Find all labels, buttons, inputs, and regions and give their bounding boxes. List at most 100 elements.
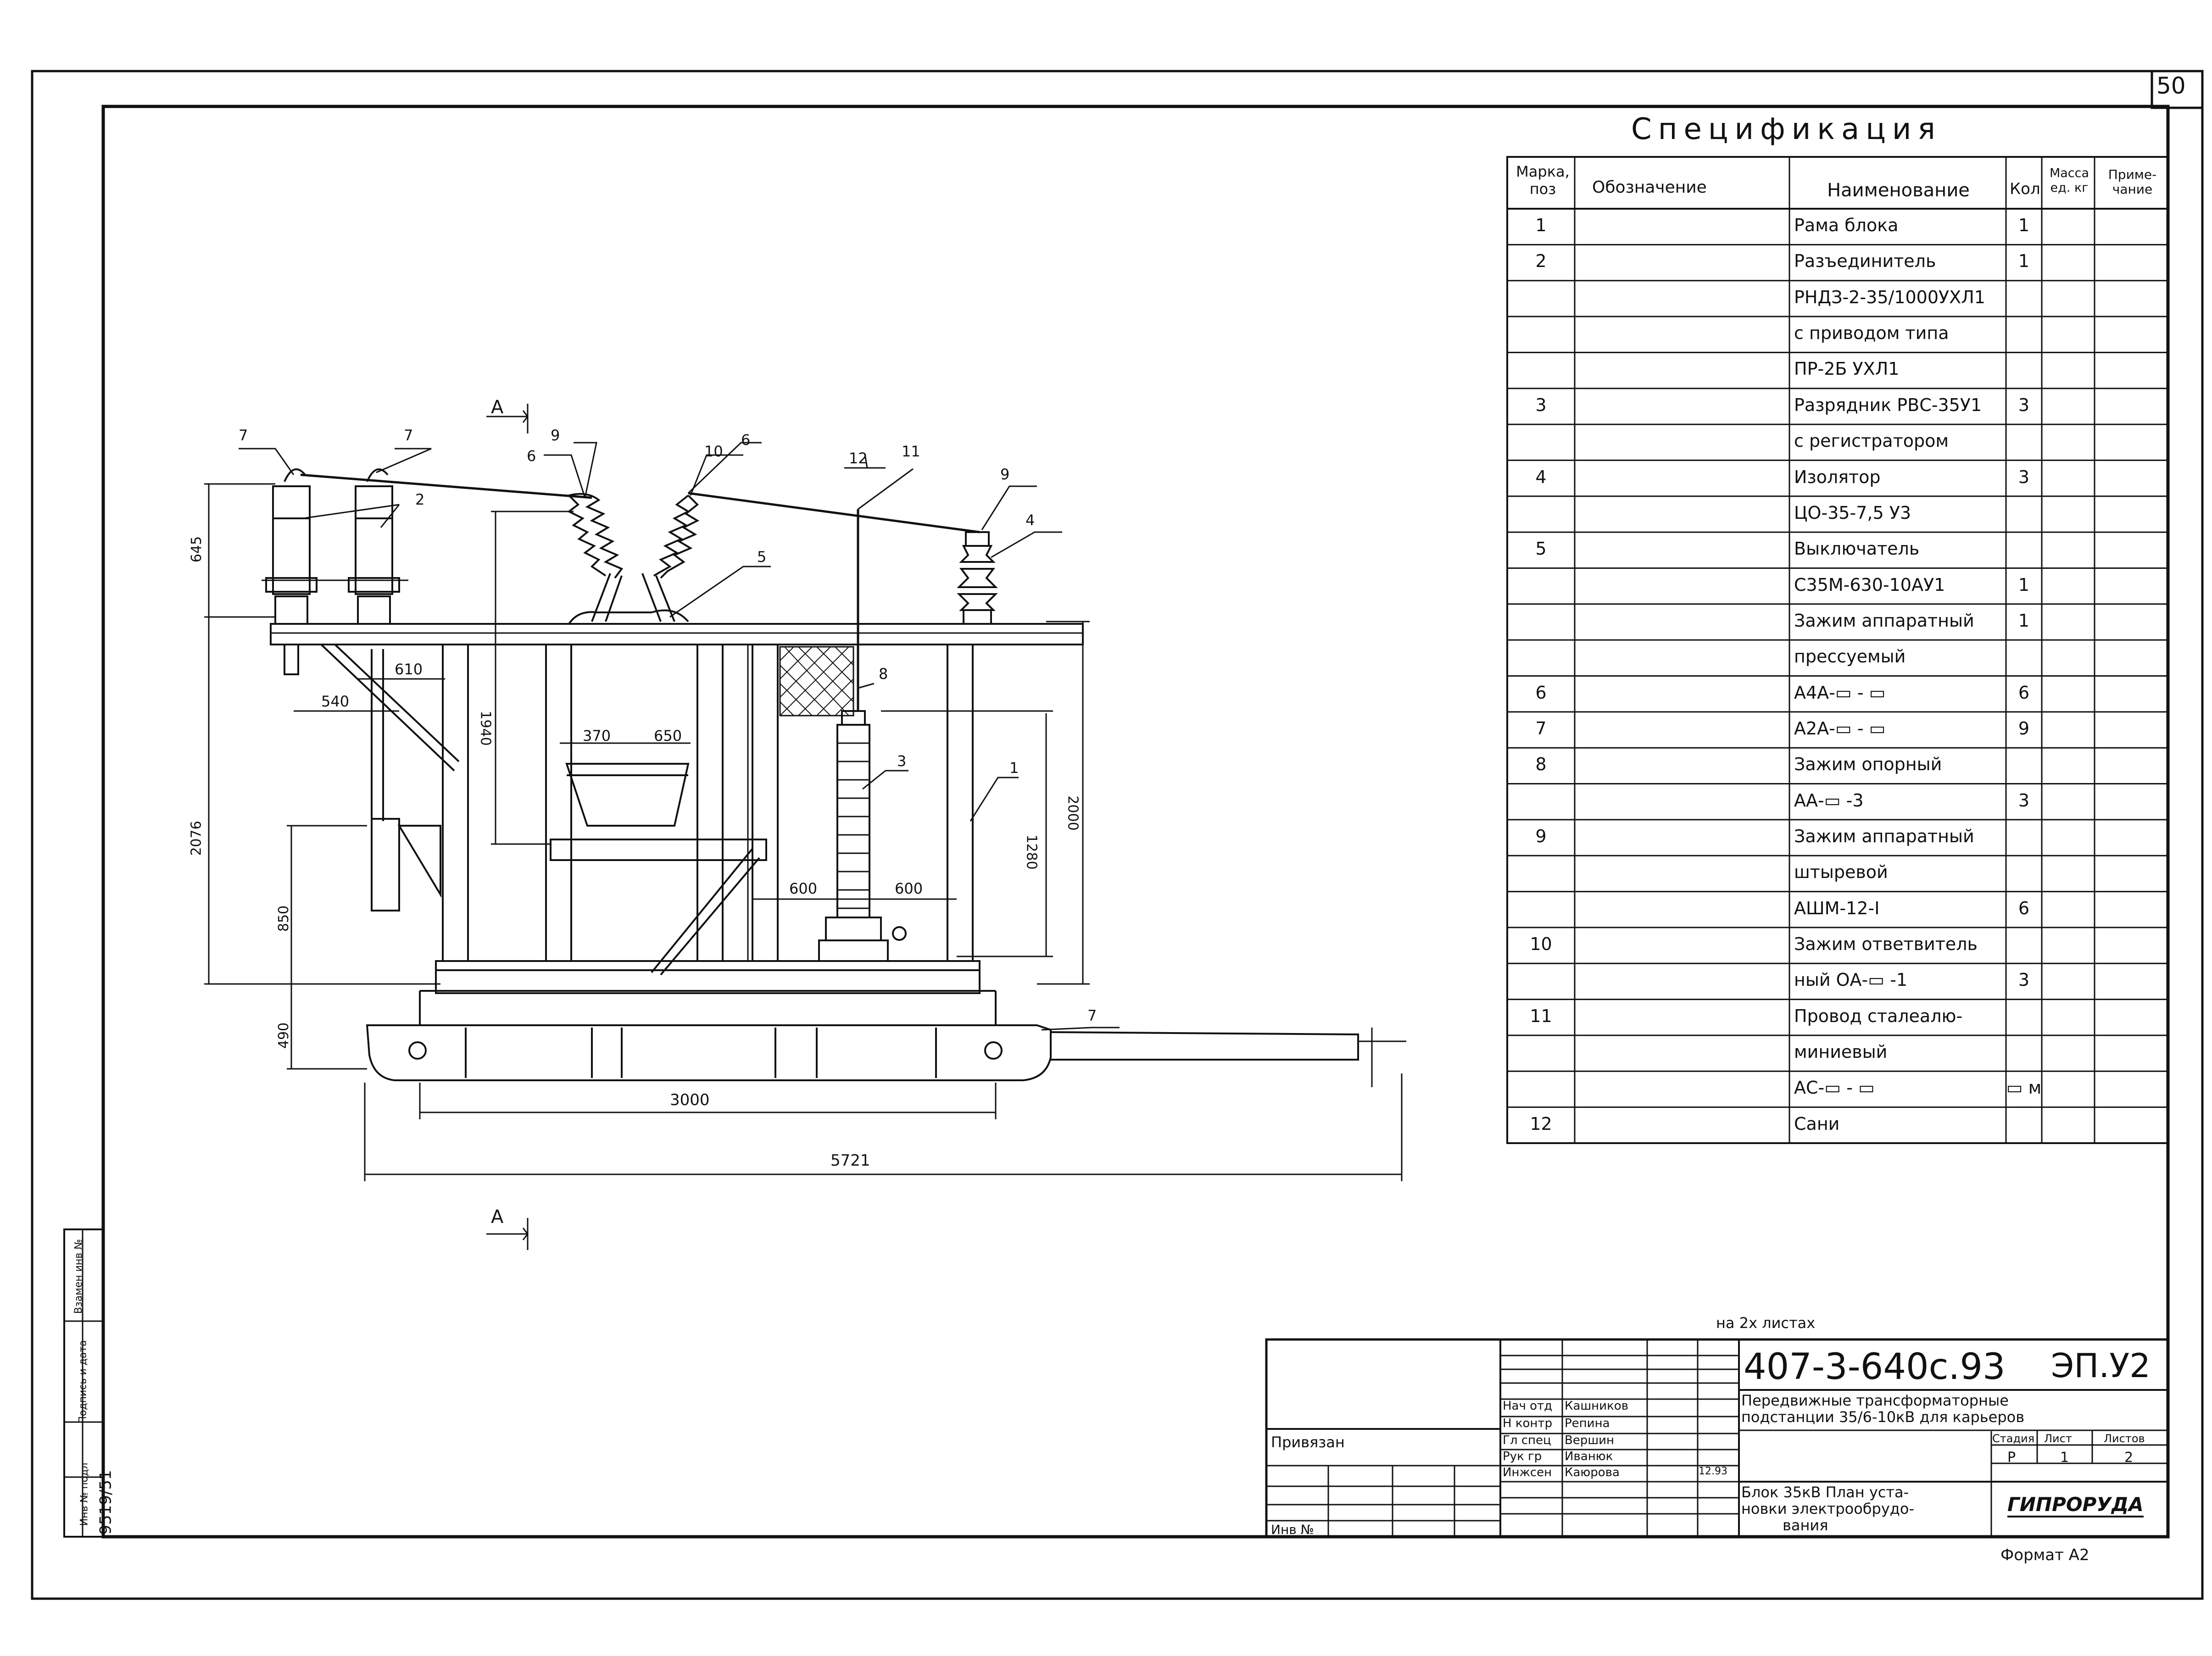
- side-inv-orig: Инв № подл: [78, 1462, 90, 1526]
- staff-name: Иванюк: [1565, 1450, 1613, 1463]
- spec-row-name: ный ОА-▭ -1: [1794, 970, 1908, 990]
- dim-650: 650: [654, 727, 682, 745]
- spec-row-name: штыревой: [1794, 862, 1888, 883]
- dim-490: 490: [276, 1022, 292, 1049]
- dim-1280: 1280: [1023, 834, 1040, 870]
- drawing-title-line1: Блок 35кВ План уста-: [1741, 1484, 1909, 1501]
- dim-600-left: 600: [789, 880, 818, 897]
- spec-row-name: прессуемый: [1794, 646, 1906, 667]
- callout-3: 3: [897, 752, 907, 770]
- spec-header-qty: Кол: [2010, 180, 2040, 198]
- spec-row-qty: 3: [2018, 790, 2030, 811]
- staff-role: Нач отд: [1503, 1399, 1553, 1413]
- spec-row-pos: 11: [1530, 1006, 1552, 1026]
- dim-1940: 1940: [477, 711, 494, 746]
- surge-arrester-3: [818, 710, 907, 962]
- spec-row-qty: 3: [2018, 467, 2030, 487]
- dim-5721: 5721: [830, 1151, 870, 1170]
- callout-5: 5: [757, 548, 767, 566]
- side-stamp: [63, 1228, 104, 1538]
- spec-row-name: Провод сталеалю-: [1794, 1006, 1963, 1026]
- format-label: Формат А2: [2000, 1546, 2089, 1564]
- spec-row-pos: 6: [1535, 682, 1547, 703]
- side-inv-number: 9519/51: [96, 1470, 115, 1535]
- spec-table: [1506, 156, 2169, 1144]
- spec-row-name: А4А-▭ - ▭: [1794, 682, 1886, 703]
- spec-row-pos: 8: [1535, 754, 1547, 775]
- dim-2076: 2076: [188, 821, 205, 856]
- spec-row-name: АШМ-12-I: [1794, 898, 1880, 918]
- spec-row-pos: 7: [1535, 718, 1547, 739]
- callout-4: 4: [1025, 511, 1035, 529]
- spec-row-name: Зажим ответвитель: [1794, 934, 1978, 955]
- spec-row-qty: 1: [2018, 215, 2030, 236]
- dim-645: 645: [189, 536, 205, 563]
- sheet-code: ЭП.У2: [2051, 1346, 2151, 1385]
- spec-row-name: Рама блока: [1794, 215, 1899, 236]
- spec-row-name: Разрядник РВС-35У1: [1794, 395, 1982, 415]
- spec-row-name: Изолятор: [1794, 467, 1881, 487]
- spec-row-name: С35М-630-10АУ1: [1794, 574, 1945, 595]
- outer-border: [31, 70, 2204, 1600]
- dim-3000: 3000: [670, 1091, 710, 1109]
- spec-header-pos-line1: Марка,: [1516, 163, 1570, 180]
- date-note: 12.93: [1699, 1466, 1727, 1477]
- spec-row-name: РНДЗ-2-35/1000УХЛ1: [1794, 287, 1985, 307]
- dim-540: 540: [321, 693, 350, 710]
- sheets-note: на 2х листах: [1716, 1314, 1816, 1332]
- drawing-title-line3: вания: [1783, 1517, 1828, 1534]
- spec-row-name: миниевый: [1794, 1042, 1888, 1062]
- spec-header-mass-line2: ед. кг: [2050, 181, 2089, 195]
- spec-row-name: АС-▭ - ▭: [1794, 1078, 1875, 1098]
- disconnector-2b: [355, 517, 393, 595]
- dim-850: 850: [276, 905, 292, 932]
- callout-1: 1: [1009, 759, 1019, 777]
- company-logo: ГИПРОРУДА: [2007, 1493, 2144, 1517]
- stage-label: Стадия: [1992, 1432, 2035, 1445]
- staff-name: Вершин: [1565, 1434, 1615, 1447]
- sheet-label: Лист: [2044, 1432, 2072, 1445]
- section-mark-bottom: А: [491, 1206, 504, 1228]
- inv-label: Инв №: [1271, 1522, 1314, 1537]
- spec-row-name: Выключатель: [1794, 539, 1920, 559]
- spec-row-name: Зажим аппаратный: [1794, 610, 1974, 631]
- side-sign-date: Подпись и дата: [77, 1340, 89, 1424]
- spec-row-pos: 5: [1535, 539, 1547, 559]
- callout-7c: 8: [879, 665, 888, 683]
- spec-header-name: Наименование: [1827, 180, 1970, 201]
- spec-row-pos: 9: [1535, 826, 1547, 846]
- sheets-label: Листов: [2104, 1432, 2145, 1445]
- side-swap-inv: Взамен инв №: [73, 1239, 85, 1314]
- dim-2000: 2000: [1064, 795, 1081, 831]
- drawing-title: Блок 35кВ План уста- новки электрообрудо…: [1741, 1484, 1914, 1534]
- inner-frame: [101, 105, 2170, 1539]
- disconnector-2a: [272, 517, 311, 595]
- callout-9a: 9: [551, 427, 560, 444]
- callout-10: 11: [902, 443, 920, 460]
- spec-row-name: ПР-2Б УХЛ1: [1794, 359, 1900, 379]
- project-title-line2: подстанции 35/6-10кВ для карьеров: [1741, 1408, 2025, 1426]
- spec-row-name: с регистратором: [1794, 431, 1949, 451]
- spec-header-mass: Масса ед. кг: [2044, 166, 2095, 195]
- callout-12: 7: [1087, 1007, 1097, 1024]
- spec-header-mass-line1: Масса: [2049, 166, 2089, 180]
- staff-name: Кашников: [1565, 1399, 1629, 1413]
- spec-header-note-line2: чание: [2112, 182, 2153, 197]
- breaker-bushing-right: [641, 495, 700, 622]
- staff-name: Репина: [1565, 1417, 1610, 1430]
- staff-name: Каюрова: [1565, 1466, 1620, 1479]
- dim-610: 610: [395, 661, 423, 678]
- callout-11: 12: [849, 450, 868, 467]
- spec-row-pos: 1: [1535, 215, 1547, 236]
- spec-header-designation: Обозначение: [1592, 178, 1707, 197]
- spec-row-pos: 10: [1530, 934, 1552, 955]
- dim-600-right: 600: [895, 880, 923, 897]
- page-number-box: [2151, 70, 2204, 109]
- drawing-title-line2: новки электрообрудо-: [1741, 1500, 1915, 1517]
- spec-row-name: Сани: [1794, 1113, 1840, 1134]
- spec-row-qty: 3: [2018, 395, 2030, 415]
- sled: [366, 1024, 1052, 1081]
- spec-row-name: Зажим опорный: [1794, 754, 1942, 775]
- substation-elevation-drawing: [239, 442, 1406, 1087]
